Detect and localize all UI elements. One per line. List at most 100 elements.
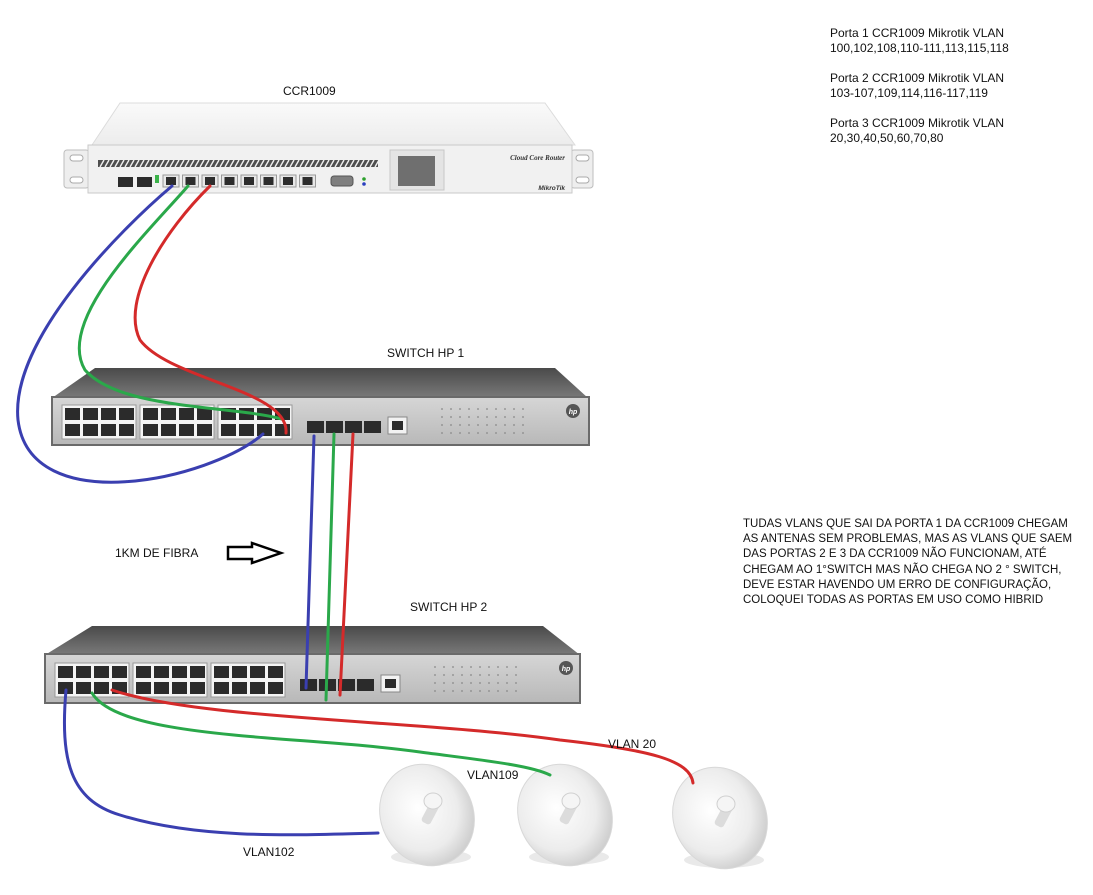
switch2-label: SWITCH HP 2 [410,600,488,614]
switch-hp-2: hp [44,626,581,704]
rj45-port [65,424,80,436]
antenna-vlan-label: VLAN102 [243,845,295,859]
rj45-port [179,424,194,436]
rj45-port [179,408,194,420]
description-line: TUDAS VLANS QUE SAI DA PORTA 1 DA CCR100… [743,518,1068,530]
cable-port3-router-to-switch1 [133,184,288,435]
router-label: CCR1009 [283,84,336,98]
description-line: DEVE ESTAR HAVENDO UM ERRO DE CONFIGURAÇ… [743,578,1052,591]
rj45-port [65,408,80,420]
router-brand-logo: MikroTik [538,185,565,192]
switch1-label: SWITCH HP 1 [387,346,465,360]
port-note-vlans: 20,30,40,50,60,70,80 [830,131,944,145]
fiber-port1-switch1-to-switch2 [304,434,316,690]
hp-logo-icon [559,661,573,675]
problem-description: TUDAS VLANS QUE SAI DA PORTA 1 DA CCR100… [743,517,1093,608]
lcd-screen [398,156,435,186]
port-note-vlans: 103-107,109,114,116-117,119 [830,86,988,100]
rj45-port [250,682,265,694]
rj45-port [268,682,283,694]
antenna-dish [379,763,475,867]
rj45-port [239,424,254,436]
sfp-port [300,679,317,691]
svg-text:hp: hp [569,409,578,416]
rj45-port [76,666,91,678]
port-note-vlans: 100,102,108,110-111,113,115,118 [830,41,1009,55]
router-ccr1009: Cloud Core Router MikroTik [63,102,594,194]
rj45-port [143,424,158,436]
rj45-port [119,408,134,420]
cable-vlan109 [90,691,552,777]
cable-vlan20 [110,688,695,785]
description-line: DAS PORTAS 2 E 3 DA CCR1009 NÃO FUNCIONA… [743,548,1047,561]
port-note-title: Porta 2 CCR1009 Mikrotik VLAN [830,71,1005,85]
description-line: CHEGAM AO 1°SWITCH MAS NÃO CHEGA NO 2 ° … [743,563,1062,576]
rj45-port [172,682,187,694]
cable-vlan102 [62,688,380,837]
rj45-port [197,408,212,420]
rj45-port [101,424,116,436]
rj45-port [190,666,205,678]
rj45-port [190,682,205,694]
serial-port [330,175,354,187]
rj45-port [197,424,212,436]
description-line: COLOQUEI TODAS AS PORTAS EM USO COMO HIB… [743,594,1044,607]
rj45-port [154,666,169,678]
rj45-port [83,408,98,420]
port-note-title: Porta 3 CCR1009 Mikrotik VLAN [830,116,1005,130]
rj45-port [214,666,229,678]
cable-port1-router-to-switch1 [16,184,265,484]
vent-grille [98,160,378,167]
antenna-dish [517,763,613,867]
port-note-title: Porta 1 CCR1009 Mikrotik VLAN [830,26,1005,40]
rj45-port [94,682,109,694]
sfp-port [364,421,381,433]
rj45-port [268,666,283,678]
port-note: Porta 1 CCR1009 Mikrotik VLAN 100,102,10… [830,26,1009,56]
description-line: AS ANTENAS SEM PROBLEMAS, MAS AS VLANS Q… [743,533,1073,546]
router-model-text: Cloud Core Router [510,154,565,162]
switch-hp-1: hp [51,368,590,446]
rj45-port [250,666,265,678]
hp-logo-icon [566,404,580,418]
rj45-port [257,424,272,436]
rj45-port [154,682,169,694]
sfp-port [326,421,343,433]
rj45-port [143,408,158,420]
rj45-port [232,682,247,694]
sfp-port [345,421,362,433]
fiber-port3-switch1-to-switch2 [338,432,355,697]
rj45-port [76,682,91,694]
rj45-port [58,682,73,694]
rj45-port [161,408,176,420]
rj45-port [101,408,116,420]
cable-port2-router-to-switch1 [77,184,284,421]
sfp-port [357,679,374,691]
rj45-port [119,424,134,436]
rj45-port [136,666,151,678]
fiber-port2-switch1-to-switch2 [324,432,336,702]
fiber-label: 1KM DE FIBRA [115,546,199,560]
port-note: Porta 3 CCR1009 Mikrotik VLAN 20,30,40,5… [830,116,1009,146]
svg-text:hp: hp [562,666,571,673]
rj45-port [83,424,98,436]
rj45-port [172,666,187,678]
rj45-port [94,666,109,678]
sfp-port [338,679,355,691]
arrow-right-icon [226,541,285,565]
rj45-port [275,424,290,436]
sfp-port [137,177,152,187]
sfp-port [118,177,133,187]
rj45-port [221,424,236,436]
rj45-port [136,682,151,694]
port-note: Porta 2 CCR1009 Mikrotik VLAN 103-107,10… [830,71,1009,101]
antenna-vlan-label: VLAN 20 [608,737,657,751]
antenna-dish [672,766,768,870]
rj45-port [112,666,127,678]
sfp-port [307,421,324,433]
port-notes: Porta 1 CCR1009 Mikrotik VLAN 100,102,10… [830,26,1009,161]
rj45-port [58,666,73,678]
rj45-port [214,682,229,694]
rj45-port [161,424,176,436]
